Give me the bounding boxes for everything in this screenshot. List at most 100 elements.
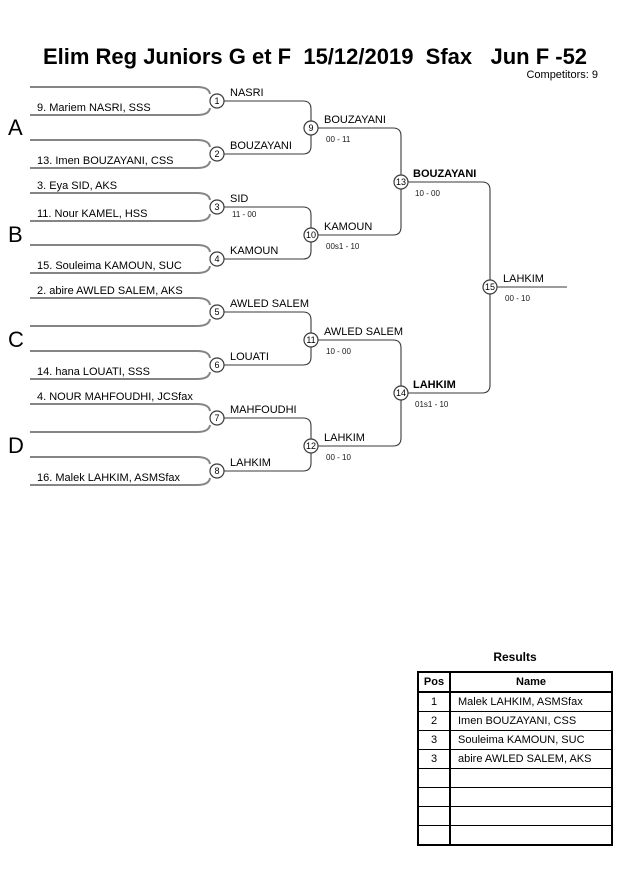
player-name: 13. Imen BOUZAYANI, CSS bbox=[37, 155, 174, 167]
results-row bbox=[417, 825, 613, 846]
match-circle bbox=[209, 304, 225, 320]
match-number: 15 bbox=[485, 282, 495, 292]
match-score: 11 - 00 bbox=[232, 210, 257, 219]
match-circle bbox=[209, 357, 225, 373]
bracket-connector bbox=[224, 311, 312, 333]
player-name: 4. NOUR MAHFOUDHI, JCSfax bbox=[37, 391, 193, 403]
section-label-c: C bbox=[8, 327, 24, 352]
result-pos bbox=[417, 806, 451, 826]
result-pos: 1 bbox=[417, 691, 451, 712]
winner-name: BOUZAYANI bbox=[324, 114, 386, 126]
match-circle bbox=[303, 332, 319, 348]
winner-name: KAMOUN bbox=[230, 245, 278, 257]
bracket-connector bbox=[318, 189, 402, 236]
result-pos: 2 bbox=[417, 711, 451, 731]
bracket-line bbox=[30, 318, 211, 327]
bracket-connector bbox=[224, 100, 312, 121]
result-pos bbox=[417, 825, 451, 846]
bracket-line bbox=[30, 456, 211, 465]
bracket-connector bbox=[318, 339, 402, 386]
match-number: 9 bbox=[308, 123, 313, 133]
match-number: 14 bbox=[396, 388, 406, 398]
section-label-d: D bbox=[8, 433, 24, 458]
bracket-connector bbox=[224, 242, 312, 260]
player-name: 2. abire AWLED SALEM, AKS bbox=[37, 285, 183, 297]
results-row bbox=[417, 768, 613, 788]
match-circle bbox=[482, 279, 498, 295]
result-pos bbox=[417, 787, 451, 807]
connector-lines bbox=[224, 100, 567, 472]
bracket-line bbox=[30, 477, 211, 486]
results-panel: Results Pos Name 1 Malek LAHKIM, ASMSfax… bbox=[417, 650, 613, 846]
results-header-row: Pos Name bbox=[417, 671, 613, 693]
winner-name: LAHKIM bbox=[503, 273, 544, 285]
result-name: Souleima KAMOUN, SUC bbox=[449, 730, 613, 750]
bracket-line bbox=[30, 371, 211, 380]
results-row: 3 abire AWLED SALEM, AKS bbox=[417, 749, 613, 769]
match-circle bbox=[303, 227, 319, 243]
section-label-a: A bbox=[8, 115, 23, 140]
result-name bbox=[449, 825, 613, 846]
winner-name: LAHKIM bbox=[230, 457, 271, 469]
result-name bbox=[449, 787, 613, 807]
winner-names: NASRI BOUZAYANI SID KAMOUN AWLED SALEM L… bbox=[230, 87, 544, 469]
match-number: 7 bbox=[214, 413, 219, 423]
results-row: 3 Souleima KAMOUN, SUC bbox=[417, 730, 613, 750]
result-name: abire AWLED SALEM, AKS bbox=[449, 749, 613, 769]
match-circle bbox=[303, 120, 319, 136]
page-title: Elim Reg Juniors G et F 15/12/2019 Sfax … bbox=[42, 44, 588, 69]
match-number: 6 bbox=[214, 360, 219, 370]
bracket-line bbox=[30, 139, 211, 148]
results-col-name: Name bbox=[449, 671, 613, 693]
results-col-pos: Pos bbox=[417, 671, 451, 693]
bracket-connector bbox=[224, 347, 312, 366]
results-title: Results bbox=[493, 650, 537, 664]
result-pos: 3 bbox=[417, 730, 451, 750]
bracket-connector bbox=[224, 453, 312, 472]
bracket-line bbox=[30, 403, 211, 412]
match-number: 11 bbox=[306, 335, 315, 345]
winner-name: SID bbox=[230, 193, 248, 205]
bracket-line bbox=[30, 265, 211, 274]
results-row bbox=[417, 806, 613, 826]
winner-name: MAHFOUDHI bbox=[230, 404, 297, 416]
winner-name: BOUZAYANI bbox=[413, 168, 476, 180]
bracket-connector bbox=[408, 294, 491, 394]
match-score: 00s1 - 10 bbox=[326, 242, 360, 251]
bracket-diagram: 1 2 3 4 5 6 7 8 9 10 11 12 13 14 15 9. M… bbox=[8, 86, 567, 486]
match-number: 8 bbox=[214, 466, 219, 476]
match-number: 3 bbox=[214, 202, 219, 212]
bracket-line bbox=[30, 297, 211, 306]
match-circle bbox=[303, 438, 319, 454]
player-name: 11. Nour KAMEL, HSS bbox=[37, 208, 147, 220]
winner-name: AWLED SALEM bbox=[230, 298, 309, 310]
winner-name: NASRI bbox=[230, 87, 264, 99]
bracket-line bbox=[30, 213, 211, 222]
bracket-line bbox=[30, 86, 211, 95]
bracket-connector bbox=[224, 135, 312, 155]
player-name: 3. Eya SID, AKS bbox=[37, 180, 117, 192]
match-numbers: 1 2 3 4 5 6 7 8 9 10 11 12 13 14 15 bbox=[214, 96, 495, 476]
bracket-line bbox=[30, 107, 211, 116]
match-circle bbox=[209, 146, 225, 162]
match-score: 00 - 11 bbox=[326, 135, 351, 144]
match-number: 4 bbox=[214, 254, 219, 264]
match-circle bbox=[209, 199, 225, 215]
match-circle bbox=[393, 385, 409, 401]
bracket-connector bbox=[408, 181, 491, 280]
bracket-line bbox=[30, 192, 211, 201]
results-table: Pos Name 1 Malek LAHKIM, ASMSfax 2 Imen … bbox=[417, 671, 613, 846]
match-circle bbox=[209, 93, 225, 109]
player-name: 9. Mariem NASRI, SSS bbox=[37, 102, 151, 114]
match-number: 13 bbox=[396, 177, 406, 187]
match-number: 10 bbox=[306, 230, 316, 240]
winner-name: AWLED SALEM bbox=[324, 326, 403, 338]
bracket-line bbox=[30, 244, 211, 253]
winner-name: BOUZAYANI bbox=[230, 140, 292, 152]
match-circle bbox=[393, 174, 409, 190]
bracket-connector bbox=[318, 127, 402, 175]
match-score: 00 - 10 bbox=[505, 294, 530, 303]
match-score: 10 - 00 bbox=[326, 347, 351, 356]
winner-name: LOUATI bbox=[230, 351, 269, 363]
